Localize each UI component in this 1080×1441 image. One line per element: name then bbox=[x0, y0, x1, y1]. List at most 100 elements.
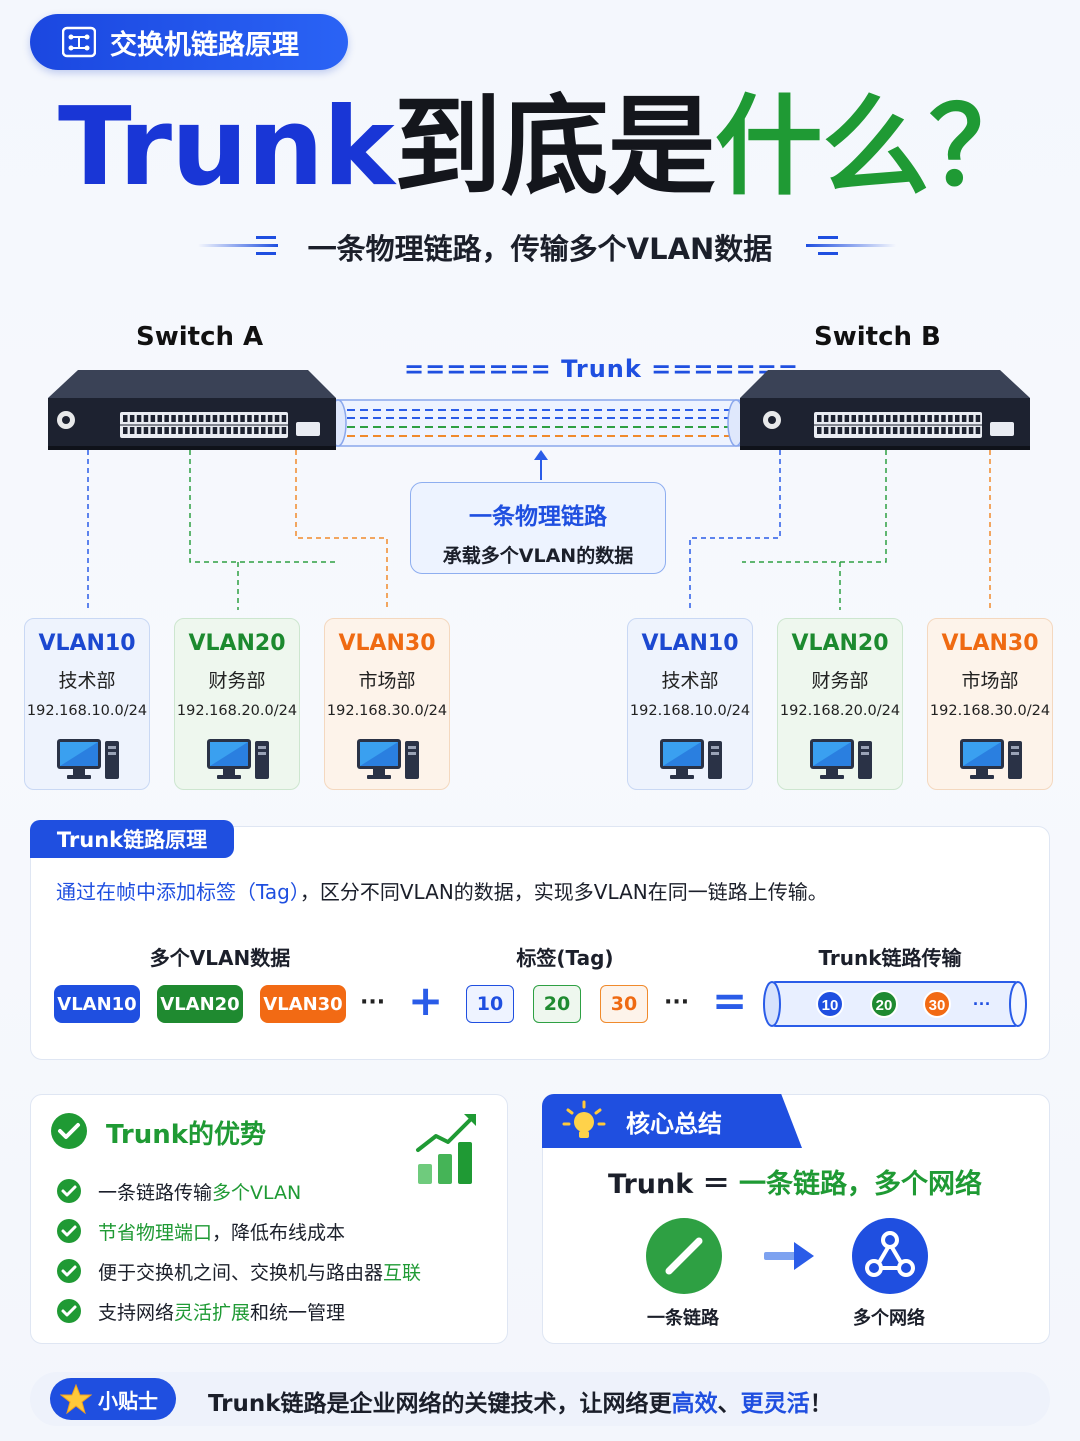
vlan-dept: 技术部 bbox=[58, 670, 116, 692]
chips-ellipsis: ··· bbox=[360, 990, 386, 1015]
subtitle-deco-left bbox=[198, 244, 278, 247]
page-title: Trunk到底是什么？ bbox=[58, 88, 1038, 208]
switch-port bbox=[129, 427, 135, 434]
chip-vlan20: VLAN20 bbox=[157, 985, 243, 1023]
tip-badge-label: 小贴士 bbox=[98, 1388, 158, 1413]
adv-item-text: 支持网络灵活扩展和统一管理 bbox=[98, 1298, 345, 1325]
network-icon bbox=[852, 1218, 928, 1294]
subtitle-deco-left-bar bbox=[256, 236, 276, 239]
switch-port bbox=[171, 415, 176, 422]
vlan-subnet: 192.168.10.0/24 bbox=[26, 703, 148, 719]
title-trunk: Trunk bbox=[58, 85, 395, 210]
switch-port bbox=[178, 427, 183, 434]
switch-port bbox=[886, 427, 891, 434]
switch-port bbox=[886, 415, 891, 422]
computer-icon bbox=[57, 739, 119, 779]
adv-text-hl: 灵活扩展 bbox=[174, 1302, 251, 1324]
adv-text-post: 和统一管理 bbox=[250, 1302, 346, 1324]
single-link-icon bbox=[646, 1218, 722, 1294]
switch-port bbox=[830, 415, 836, 422]
switch-port bbox=[123, 415, 128, 422]
adv-item-text: 一条链路传输多个VLAN bbox=[98, 1178, 301, 1205]
col-vlan-data: 多个VLAN数据 bbox=[149, 946, 291, 970]
switch-port bbox=[164, 415, 169, 422]
adv-text-post: ，降低布线成本 bbox=[212, 1222, 346, 1244]
subtitle-deco-right-bar2 bbox=[818, 252, 838, 255]
switch-port bbox=[961, 415, 967, 422]
switch-port bbox=[164, 427, 169, 434]
vlan-name: VLAN20 bbox=[791, 631, 889, 656]
switch-port bbox=[171, 427, 176, 434]
switch-port bbox=[879, 427, 884, 434]
switch-port bbox=[892, 415, 898, 422]
link-a-vlan30 bbox=[295, 450, 388, 610]
switch-port bbox=[817, 415, 822, 422]
switch-port bbox=[267, 415, 273, 422]
pipe-tag-10: 10 bbox=[822, 997, 839, 1014]
switch-port bbox=[968, 415, 974, 422]
switch-port bbox=[178, 415, 183, 422]
switch-port bbox=[261, 427, 266, 434]
pipe-tag-20: 20 bbox=[876, 997, 893, 1014]
switch-port bbox=[913, 415, 919, 422]
vlan-name: VLAN10 bbox=[641, 631, 739, 656]
switch-port bbox=[858, 427, 863, 434]
switch-port bbox=[185, 415, 190, 422]
switch-port bbox=[129, 415, 135, 422]
switch-port bbox=[240, 415, 245, 422]
summary-tab-label: 核心总结 bbox=[626, 1109, 722, 1138]
check-icon bbox=[57, 1179, 81, 1203]
tip-text-pre: Trunk链路是企业网络的关键技术，让网络更 bbox=[208, 1391, 672, 1417]
switch-port bbox=[205, 415, 211, 422]
switch-port bbox=[837, 415, 843, 422]
switch-port bbox=[913, 427, 919, 434]
trunk-callout: 一条物理链路 承载多个VLAN的数据 bbox=[410, 482, 666, 574]
switch-port bbox=[975, 427, 981, 434]
computer-icon bbox=[207, 739, 269, 779]
check-circle-icon bbox=[51, 1113, 87, 1149]
switch-port bbox=[157, 427, 162, 434]
principle-highlight: 通过在帧中添加标签（Tag） bbox=[56, 880, 300, 904]
switch-port bbox=[212, 427, 218, 434]
switch-port bbox=[136, 427, 142, 434]
switch-port bbox=[281, 415, 287, 422]
switch-port bbox=[143, 427, 149, 434]
switch-port bbox=[844, 415, 850, 422]
switch-port bbox=[927, 415, 932, 422]
computer-icon bbox=[357, 739, 419, 779]
adv-text-pre: 支持网络 bbox=[98, 1302, 175, 1324]
tip-hl-flexible: 更灵活 bbox=[740, 1391, 810, 1417]
vlan-subnet: 192.168.20.0/24 bbox=[779, 703, 901, 719]
vlan-subnet: 192.168.30.0/24 bbox=[929, 703, 1051, 719]
chip-vlan30: VLAN30 bbox=[260, 985, 346, 1023]
tip-text: Trunk链路是企业网络的关键技术，让网络更高效、更灵活！ bbox=[208, 1384, 833, 1418]
check-icon bbox=[57, 1299, 81, 1323]
vlan-card-b-10: VLAN10 技术部 192.168.10.0/24 bbox=[627, 618, 753, 790]
principle-tab: Trunk链路原理 bbox=[30, 820, 234, 858]
star-icon bbox=[60, 1384, 92, 1414]
switch-port bbox=[865, 427, 870, 434]
switch-port bbox=[851, 415, 856, 422]
check-icon bbox=[57, 1259, 81, 1283]
title-end: 什么？ bbox=[714, 85, 1037, 210]
tags-ellipsis: ··· bbox=[664, 990, 690, 1015]
tip-badge: 小贴士 bbox=[50, 1378, 176, 1420]
switch-port bbox=[865, 415, 870, 422]
switch-port bbox=[837, 427, 843, 434]
col-trunk-transfer: Trunk链路传输 bbox=[818, 946, 962, 970]
subtitle: 一条物理链路，传输多个VLAN数据 bbox=[307, 232, 773, 266]
vlan-dept: 市场部 bbox=[961, 670, 1019, 692]
vlan-card-b-20: VLAN20 财务部 192.168.20.0/24 bbox=[777, 618, 903, 790]
vlan-card-a-30: VLAN30 市场部 192.168.30.0/24 bbox=[324, 618, 450, 790]
formula-right: 一条链路，多个网络 bbox=[738, 1169, 982, 1200]
advantages-title: Trunk的优势 bbox=[106, 1120, 267, 1150]
principle-rest: ，区分不同VLAN的数据，实现多VLAN在同一链路上传输。 bbox=[299, 880, 828, 904]
switch-port bbox=[851, 427, 856, 434]
adv-text-pre: 便于交换机之间、交换机与路由器 bbox=[98, 1262, 384, 1284]
switch-port bbox=[150, 415, 156, 422]
switch-port bbox=[226, 415, 231, 422]
switch-port bbox=[281, 427, 287, 434]
switch-port bbox=[899, 427, 905, 434]
switch-port bbox=[219, 415, 225, 422]
switch-a-label: Switch A bbox=[136, 322, 264, 352]
